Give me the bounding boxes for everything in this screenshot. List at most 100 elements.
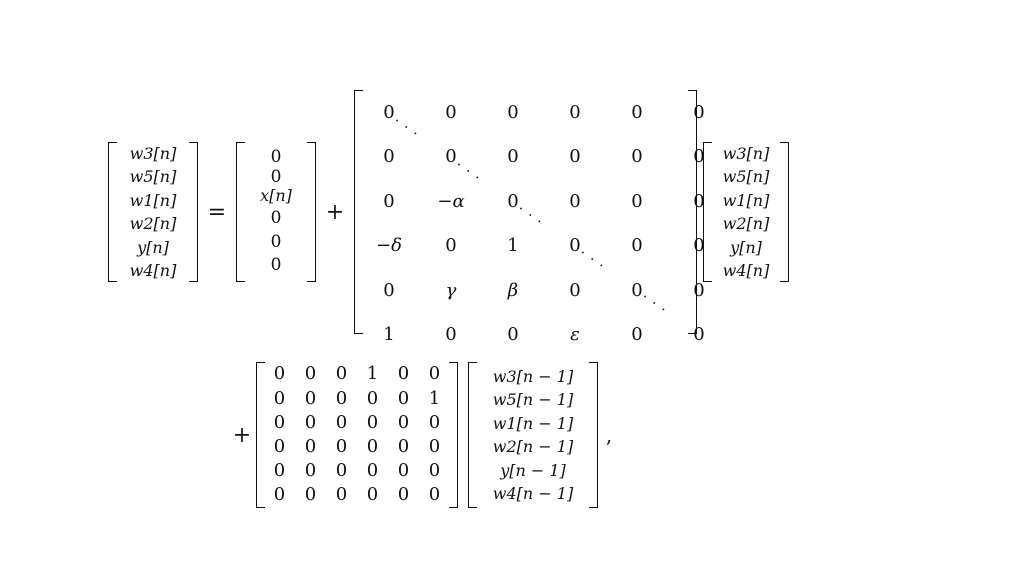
matrix-a-cell: 0 <box>693 279 705 301</box>
matrix-b-cell: 0 <box>304 436 317 457</box>
matrix-b-cell: 0 <box>304 460 317 482</box>
matrix-a-cell: 0 <box>445 235 457 257</box>
equals-sign: = <box>207 199 227 225</box>
rhs-entry: w2[n] <box>722 214 770 233</box>
matrix-a-cell: 0 <box>693 146 705 168</box>
matrix-a-cell: 0 <box>569 190 581 212</box>
matrix-b-cell: 0 <box>397 436 410 457</box>
delayed-entry: w3[n − 1] <box>492 366 574 386</box>
delayed-vector: w3[n − 1] w5[n − 1] w1[n − 1] w2[n − 1] … <box>468 362 598 508</box>
lhs-entry: w1[n] <box>129 190 177 210</box>
matrix-a-cell: 0 <box>507 146 519 168</box>
matrix-b-cell: 0 <box>335 387 348 409</box>
lhs-entry: w2[n] <box>129 214 177 233</box>
matrix-a-cell: 0 <box>631 324 643 346</box>
equation-line-1: w3[n] w5[n] w1[n] w2[n] y[n] w4[n] = 0 0… <box>108 90 789 345</box>
matrix-b-cell: 0 <box>273 436 286 457</box>
matrix-b-cell: 0 <box>397 411 410 433</box>
input-entry: 0 <box>270 147 282 168</box>
delayed-entry: w5[n − 1] <box>492 390 574 409</box>
trailing-comma: , <box>605 423 613 447</box>
matrix-b-cell: 0 <box>304 387 317 409</box>
rhs-vector: w3[n] w5[n] w1[n] w2[n] y[n] w4[n] <box>703 142 789 282</box>
matrix-a-cell: 0 <box>693 101 705 123</box>
matrix-a-cell: 0 <box>507 324 519 346</box>
rhs-entry: w1[n] <box>722 190 770 210</box>
matrix-b-cell: 0 <box>335 484 348 506</box>
matrix-a-cell: 0 <box>569 235 581 257</box>
matrix-a-cell: 0 <box>569 146 581 168</box>
plus-sign: + <box>232 422 252 448</box>
matrix-a-cell: 0 <box>631 146 643 168</box>
input-entry: 0 <box>270 255 282 276</box>
input-entry: 0 <box>270 166 282 187</box>
rhs-entry: w5[n] <box>722 167 770 186</box>
matrix-b-cell: 0 <box>397 460 410 482</box>
matrix-a-cell: 0 <box>383 190 395 212</box>
rhs-entry: y[n] <box>730 237 762 257</box>
matrix-a-cell: 0 <box>631 101 643 123</box>
matrix-a-cell: 0 <box>631 235 643 257</box>
matrix-b-cell: 0 <box>428 363 441 385</box>
matrix-b-cell: 1 <box>428 387 441 409</box>
matrix-b-cell: 0 <box>304 484 317 506</box>
matrix-a-cell: γ <box>445 279 457 301</box>
delayed-entry: w1[n − 1] <box>492 413 574 433</box>
input-vector: 0 0 x[n] 0 0 0 <box>236 142 316 282</box>
matrix-a-cell: 0 <box>445 324 457 346</box>
matrix-b-cell: 0 <box>428 436 441 457</box>
matrix-b-cell: 0 <box>273 460 286 482</box>
matrix-a-cell: 0 <box>383 101 395 123</box>
matrix-a-cell: 0 <box>693 190 705 212</box>
rhs-entry: w3[n] <box>722 143 770 163</box>
matrix-a-cell: 0 <box>383 146 395 168</box>
input-entry: 0 <box>270 231 282 252</box>
matrix-a-cell: 0 <box>693 324 705 346</box>
lhs-entry: w3[n] <box>129 143 177 163</box>
matrix-a-cell: 1 <box>507 235 519 257</box>
matrix-b-cell: 0 <box>335 436 348 457</box>
matrix-b-cell: 0 <box>366 484 379 506</box>
matrix-a-cell: 0 <box>569 279 581 301</box>
matrix-a-cell: 0 <box>507 101 519 123</box>
delayed-entry: w2[n − 1] <box>492 437 574 456</box>
delayed-entry: y[n − 1] <box>500 460 566 480</box>
matrix-b-cell: 0 <box>428 411 441 433</box>
lhs-vector: w3[n] w5[n] w1[n] w2[n] y[n] w4[n] <box>108 142 198 282</box>
matrix-a-cell: 1 <box>383 324 395 346</box>
equation-line-2: + 0 0 0 1 0 0 0 0 0 0 0 1 0 0 0 0 0 0 0 … <box>228 362 620 508</box>
matrix-a-cell: β <box>507 279 519 301</box>
lhs-entry: y[n] <box>137 237 169 257</box>
delayed-entry: w4[n − 1] <box>492 484 574 503</box>
matrix-b-cell: 0 <box>304 411 317 433</box>
matrix-a-cell: ε <box>570 324 580 346</box>
matrix-b-cell: 0 <box>335 363 348 385</box>
rhs-entry: w4[n] <box>722 261 770 280</box>
matrix-a-cell: 0 <box>383 279 395 301</box>
matrix-b-cell: 0 <box>428 460 441 482</box>
matrix-b-cell: 0 <box>366 460 379 482</box>
matrix-b-cell: 0 <box>273 363 286 385</box>
matrix-b: 0 0 0 1 0 0 0 0 0 0 0 1 0 0 0 0 0 0 0 0 … <box>256 362 458 508</box>
input-entry: x[n] <box>260 185 292 205</box>
matrix-b-cell: 0 <box>397 484 410 506</box>
matrix-b-cell: 0 <box>397 363 410 385</box>
matrix-b-cell: 0 <box>273 411 286 433</box>
matrix-b-cell: 0 <box>428 484 441 506</box>
matrix-a-cell: −α <box>437 190 465 212</box>
matrix-b-cell: 0 <box>304 363 317 385</box>
plus-sign: + <box>325 199 345 225</box>
matrix-b-cell: 1 <box>366 363 379 385</box>
matrix-a-cell: 0 <box>445 101 457 123</box>
matrix-a-cell: 0 <box>445 146 457 168</box>
matrix-b-cell: 0 <box>366 387 379 409</box>
matrix-a-cell: −δ <box>376 235 402 257</box>
matrix-b-cell: 0 <box>335 460 348 482</box>
input-entry: 0 <box>270 208 282 229</box>
matrix-a-cell: 0 <box>631 190 643 212</box>
matrix-b-cell: 0 <box>273 387 286 409</box>
matrix-a-cell: 0 <box>507 190 519 212</box>
matrix-a: 0 0 0 0 0 0 0 0 0 0 0 0 0 −α 0 0 0 0 −δ … <box>354 90 705 345</box>
matrix-a-cell: 0 <box>693 235 705 257</box>
matrix-a-cell: 0 <box>569 101 581 123</box>
